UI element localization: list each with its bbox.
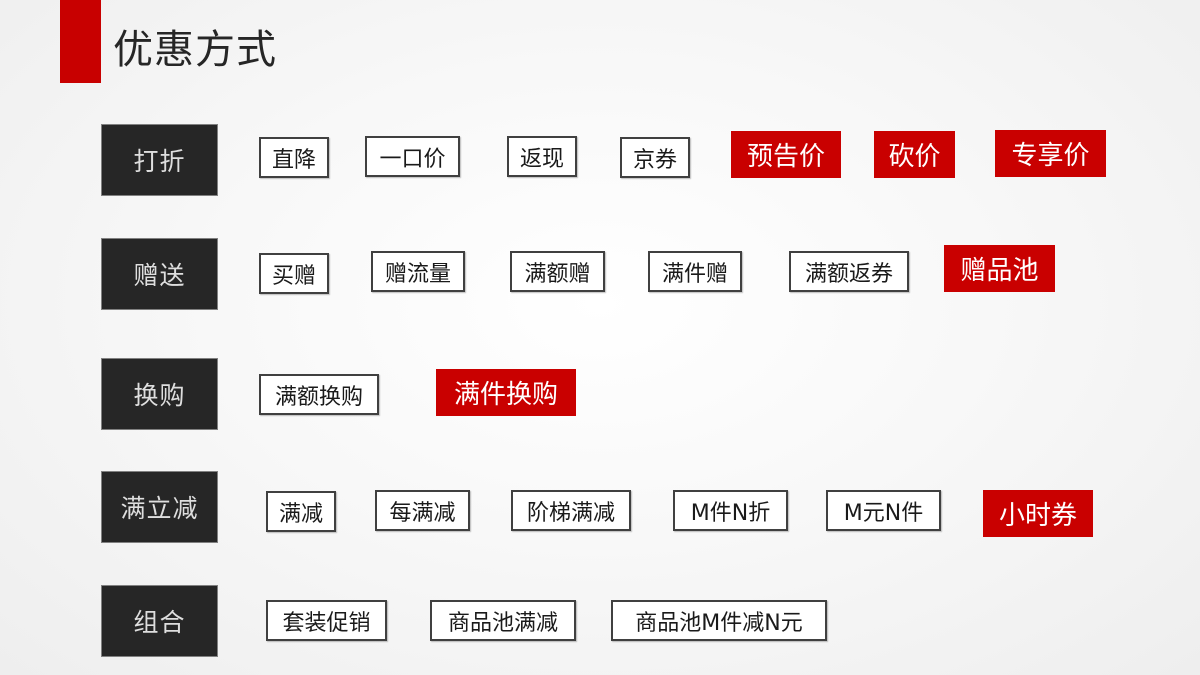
tag-presale-price: 预告价: [731, 131, 841, 178]
tag-hourly-coupon: 小时券: [983, 490, 1093, 537]
tag-m-items-n-discount: M件N折: [673, 490, 788, 531]
tag-every-full-reduction: 每满减: [375, 490, 470, 531]
tag-amount-gift: 满额赠: [510, 251, 605, 292]
tag-bundle-promotion: 套装促销: [266, 600, 387, 641]
tag-tiered-reduction: 阶梯满减: [511, 490, 631, 531]
tag-pool-full-reduction: 商品池满减: [430, 600, 576, 641]
tag-exclusive-price: 专享价: [995, 130, 1106, 177]
category-bundle: 组合: [101, 585, 218, 657]
tag-full-reduction: 满减: [266, 491, 336, 532]
tag-bargain: 砍价: [874, 131, 955, 178]
page-title: 优惠方式: [113, 27, 277, 73]
tag-gift-data: 赠流量: [371, 251, 465, 292]
tag-m-yuan-n-items: M元N件: [826, 490, 941, 531]
tag-fixed-price: 一口价: [365, 136, 460, 177]
category-instant-reduction: 满立减: [101, 471, 218, 543]
tag-pool-m-items-minus-n-yuan: 商品池M件减N元: [611, 600, 827, 641]
tag-direct-drop: 直降: [259, 137, 329, 178]
tag-quantity-exchange: 满件换购: [436, 369, 576, 416]
tag-buy-gift: 买赠: [259, 253, 329, 294]
tag-amount-coupon-return: 满额返券: [789, 251, 909, 292]
category-discount: 打折: [101, 124, 218, 196]
category-gift: 赠送: [101, 238, 218, 310]
tag-amount-exchange: 满额换购: [259, 374, 379, 415]
tag-jd-coupon: 京券: [620, 137, 690, 178]
tag-gift-pool: 赠品池: [944, 245, 1055, 292]
title-accent-bar: [60, 0, 101, 83]
tag-quantity-gift: 满件赠: [648, 251, 742, 292]
tag-cashback: 返现: [507, 136, 577, 177]
category-exchange: 换购: [101, 358, 218, 430]
